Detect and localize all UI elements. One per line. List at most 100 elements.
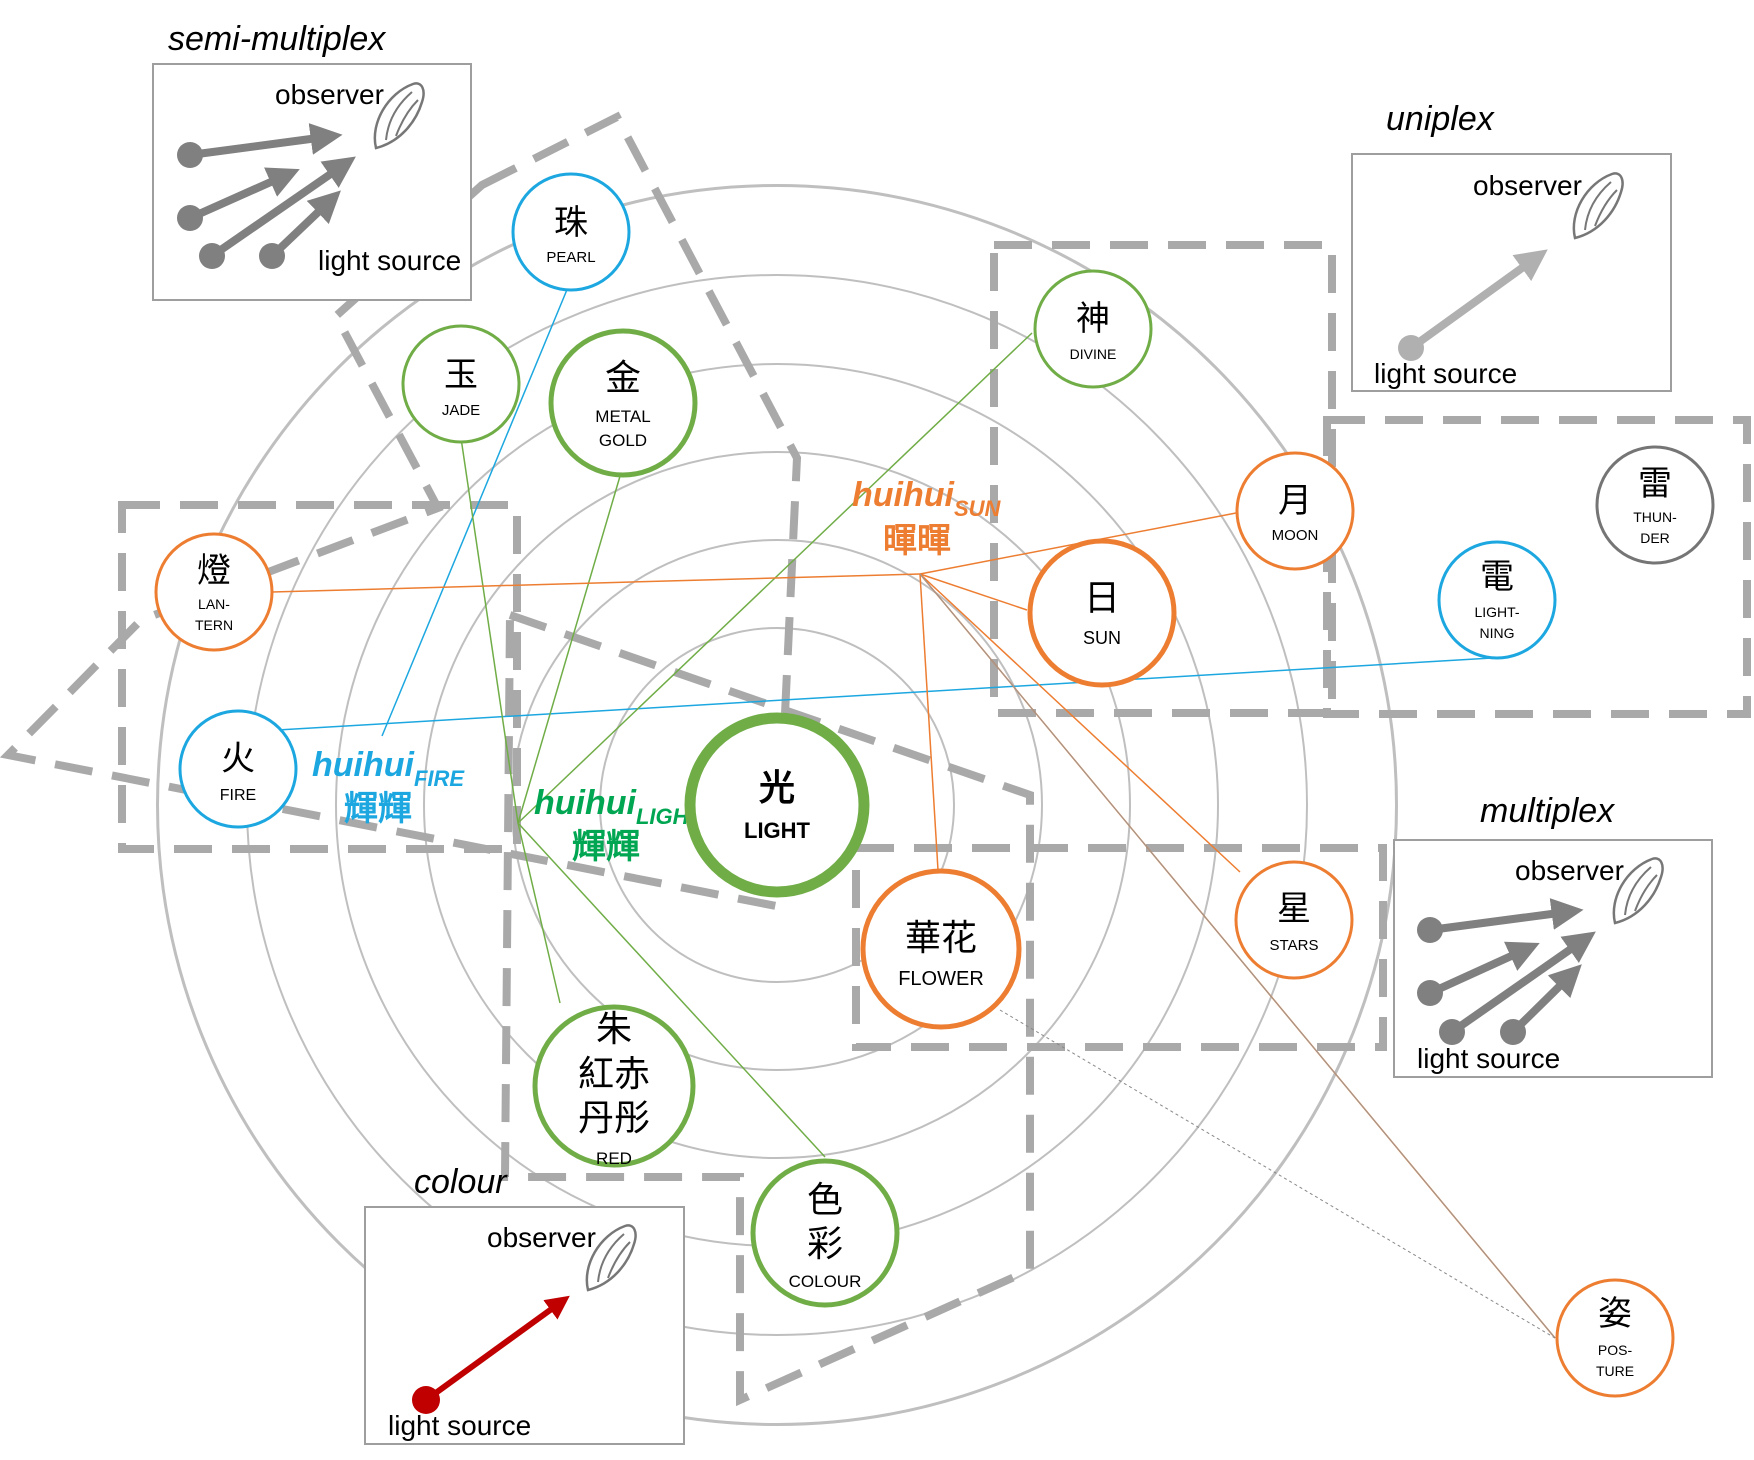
multiplex-arrows: [1417, 898, 1596, 1045]
svg-text:huihuiLIGHT: huihuiLIGHT: [534, 784, 704, 829]
huihui-fire-sub: FIRE: [414, 766, 465, 791]
node-divine-zh: 神: [1076, 299, 1110, 339]
colour-arrow: [412, 1295, 570, 1414]
node-fire-zh: 火: [221, 739, 255, 779]
node-pearl-zh: 珠: [554, 203, 588, 243]
semi-multiplex-inset: semi-multiplex observer light source: [152, 20, 472, 301]
huihui-sun-sub: SUN: [954, 496, 1002, 521]
huihui-fire-label: huihuiFIRE 輝輝: [312, 746, 465, 829]
colour-title: colour: [414, 1163, 508, 1201]
multiplex-observer: observer: [1515, 855, 1624, 886]
uniplex-observer: observer: [1473, 170, 1582, 201]
svg-text:huihuiSUN: huihuiSUN: [852, 476, 1002, 521]
node-lantern-en1: LAN-: [198, 596, 230, 612]
node-moon-en: MOON: [1272, 527, 1319, 544]
node-light-en: LIGHT: [744, 818, 811, 843]
light-jade-link: [460, 437, 519, 824]
uniplex-title: uniplex: [1386, 100, 1495, 138]
connector-lines: [243, 279, 1556, 1339]
uniplex-inset: uniplex observer light source: [1351, 100, 1672, 392]
colour-group: [500, 609, 1034, 1407]
light-colour-link: [517, 822, 826, 1158]
sun-posture-thin-link: [919, 573, 1556, 1339]
node-divine-en: DIVINE: [1070, 346, 1117, 362]
node-flower-zh: 華花: [905, 918, 977, 959]
node-flower: 華花 FLOWER: [860, 868, 1022, 1030]
node-posture-zh: 姿: [1598, 1294, 1632, 1334]
node-colour-zh2: 彩: [807, 1224, 843, 1265]
huihui-sun-hanzi: 暉暉: [883, 521, 951, 561]
node-thunder: 雷 THUN- DER: [1595, 445, 1715, 565]
light-metal-link: [517, 465, 624, 824]
node-red-zh3: 丹彤: [578, 1098, 650, 1139]
node-red-en: RED: [596, 1149, 632, 1168]
multiplex-title: multiplex: [1480, 792, 1615, 830]
ring-7: [156, 184, 1398, 1426]
node-colour-zh1: 色: [807, 1180, 843, 1221]
node-stars: 星 STARS: [1234, 860, 1354, 980]
ring-1: [599, 627, 955, 983]
node-sun: 日 SUN: [1027, 538, 1177, 688]
ring-3: [423, 451, 1131, 1159]
node-light-zh: 光: [759, 768, 795, 809]
huihui-light-label: huihuiLIGHT 輝輝: [534, 784, 704, 867]
multiplex-source: light source: [1417, 1043, 1560, 1074]
colour-source: light source: [388, 1410, 531, 1441]
node-moon: 月 MOON: [1235, 451, 1355, 571]
node-metal: 金 METAL GOLD: [548, 328, 698, 478]
node-flower-en: FLOWER: [898, 968, 984, 990]
sun-flower-link: [919, 573, 939, 871]
node-fire: 火 FIRE: [178, 709, 298, 829]
node-moon-zh: 月: [1278, 481, 1312, 521]
node-lightning: 電 LIGHT- NING: [1437, 540, 1557, 660]
node-stars-en: STARS: [1270, 937, 1319, 954]
node-lightning-en2: NING: [1480, 625, 1515, 641]
uniplex-source: light source: [1374, 358, 1517, 389]
semi-multiplex-observer: observer: [275, 79, 384, 110]
semi-multiplex-source: light source: [318, 245, 461, 276]
node-metal-zh: 金: [605, 358, 641, 399]
node-metal-en1: METAL: [595, 407, 650, 426]
light-red-link: [517, 822, 561, 1004]
colour-observer: observer: [487, 1222, 596, 1253]
node-lantern-zh: 燈: [197, 551, 231, 591]
colour-inset: colour observer light source: [364, 1163, 685, 1445]
semi-multiplex-group: [0, 111, 802, 911]
dashed-groups: [0, 111, 1751, 1407]
node-metal-en2: GOLD: [599, 431, 647, 450]
node-sun-en: SUN: [1083, 628, 1121, 648]
node-jade-zh: 玉: [444, 355, 478, 395]
fire-group: [118, 501, 521, 853]
node-lantern-en2: TERN: [195, 617, 233, 633]
node-sun-zh: 日: [1084, 578, 1120, 619]
uniplex-arrow: [1398, 249, 1548, 361]
node-jade-en: JADE: [442, 402, 480, 419]
sun-lantern-link: [271, 573, 921, 593]
node-pearl-en: PEARL: [546, 249, 595, 266]
sun-stars-link: [919, 573, 1241, 873]
node-red: 朱 紅赤 丹彤 RED: [532, 1004, 696, 1168]
thunder-lightning-group: [1323, 416, 1751, 718]
node-lantern: 燈 LAN- TERN: [154, 532, 274, 652]
semi-multiplex-arrows: [177, 123, 356, 269]
node-red-zh1: 朱: [596, 1009, 632, 1050]
huihui-fire-main: huihui: [312, 746, 416, 784]
node-light: 光 LIGHT: [684, 712, 870, 898]
node-posture-en1: POS-: [1598, 1342, 1633, 1358]
fire-lightning-link: [243, 657, 1493, 733]
node-colour-en: COLOUR: [789, 1272, 862, 1291]
node-colour: 色 彩 COLOUR: [750, 1158, 900, 1308]
huihui-sun-label: huihuiSUN 暉暉: [852, 476, 1002, 561]
node-posture: 姿 POS- TURE: [1555, 1278, 1675, 1398]
huihui-light-main: huihui: [534, 784, 638, 822]
multiplex-inset: multiplex observer light source: [1393, 792, 1713, 1078]
node-thunder-en2: DER: [1640, 530, 1670, 546]
node-red-zh2: 紅赤: [578, 1054, 650, 1095]
huihui-light-hanzi: 輝輝: [572, 827, 640, 867]
node-divine: 神 DIVINE: [1033, 269, 1153, 389]
multiplex-group: [852, 844, 1387, 1051]
semi-multiplex-title: semi-multiplex: [168, 20, 386, 58]
node-pearl: 珠 PEARL: [511, 172, 631, 292]
node-thunder-en1: THUN-: [1633, 509, 1677, 525]
node-lightning-en1: LIGHT-: [1474, 604, 1519, 620]
